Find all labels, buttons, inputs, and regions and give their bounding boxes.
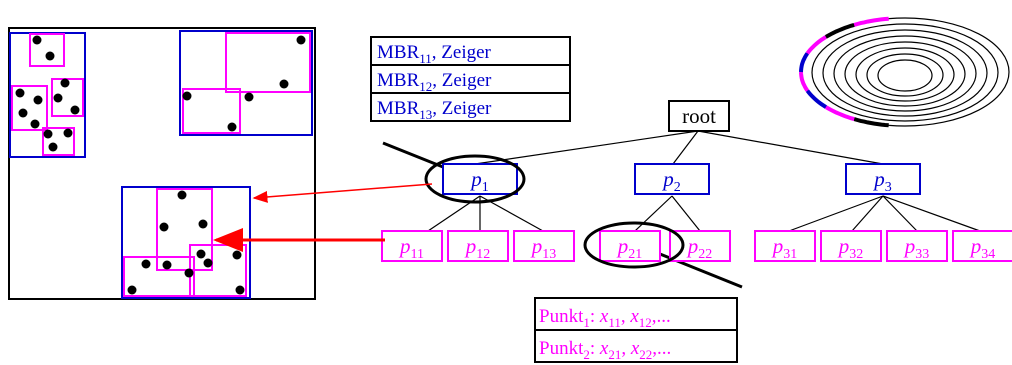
- node-p21: p21: [599, 230, 661, 262]
- point-table: Punkt1: x11, x12,... Punkt2: x21, x22,..…: [534, 297, 738, 363]
- node-p33-label: p33: [903, 234, 930, 262]
- point-row-1: Punkt1: x11, x12,...: [539, 306, 671, 330]
- node-p3-label: p3: [872, 167, 892, 195]
- mbr-region-3: [121, 186, 251, 299]
- mbr-region-2: [179, 30, 313, 136]
- mbr-table: MBR11, Zeiger MBR12, Zeiger MBR13, Zeige…: [370, 36, 571, 122]
- node-p34-label: p34: [969, 234, 996, 262]
- node-p22-label: p22: [686, 234, 713, 262]
- node-p12-label: p12: [464, 234, 491, 262]
- root-node: root: [668, 100, 730, 132]
- node-p1-label: p1: [469, 167, 489, 195]
- node-p32-label: p32: [837, 234, 864, 262]
- node-p3: p3: [845, 163, 921, 195]
- spiral-segment: [853, 16, 889, 27]
- node-p31-label: p31: [771, 234, 798, 262]
- spiral-segment: [824, 105, 855, 122]
- mbr-row-1: MBR11, Zeiger: [377, 42, 492, 66]
- arrow-p1-to-region: [252, 183, 433, 203]
- spiral-segment: [799, 71, 810, 92]
- point-row-2: Punkt2: x21, x22,...: [539, 338, 671, 362]
- spiral-segment: [853, 117, 889, 128]
- node-p31: p31: [754, 230, 816, 262]
- highlight-ellipse-p21: [583, 221, 685, 269]
- node-p13: p13: [513, 230, 575, 262]
- mbr-row-2: MBR12, Zeiger: [377, 70, 492, 94]
- node-p22: p22: [669, 230, 731, 262]
- node-p34: p34: [952, 230, 1012, 262]
- spiral-segment: [805, 35, 827, 55]
- node-p33: p33: [886, 230, 948, 262]
- level2-nodes: p11 p12 p13 p21 p22 p31 p32 p33 p34: [381, 230, 1012, 262]
- node-p2: p2: [634, 163, 710, 195]
- node-p13-label: p13: [530, 234, 557, 262]
- mbr-row-3: MBR13, Zeiger: [377, 98, 492, 122]
- node-p2-label: p2: [661, 167, 681, 195]
- spiral-segment: [805, 89, 827, 109]
- spiral-segment: [799, 52, 810, 73]
- disk-spiral: [799, 16, 1010, 128]
- node-p11: p11: [381, 230, 443, 262]
- node-p12: p12: [447, 230, 509, 262]
- highlight-ellipse-p1: [424, 154, 526, 204]
- node-p32: p32: [820, 230, 882, 262]
- node-p1: p1: [442, 163, 518, 195]
- spiral-segment: [824, 22, 855, 39]
- node-p21-label: p21: [616, 234, 643, 262]
- node-p11-label: p11: [398, 234, 424, 262]
- level1-nodes: p1 p2 p3: [442, 163, 921, 195]
- root-label: root: [682, 104, 716, 128]
- cut-line-p1: [382, 141, 444, 169]
- spatial-panel: [8, 27, 316, 300]
